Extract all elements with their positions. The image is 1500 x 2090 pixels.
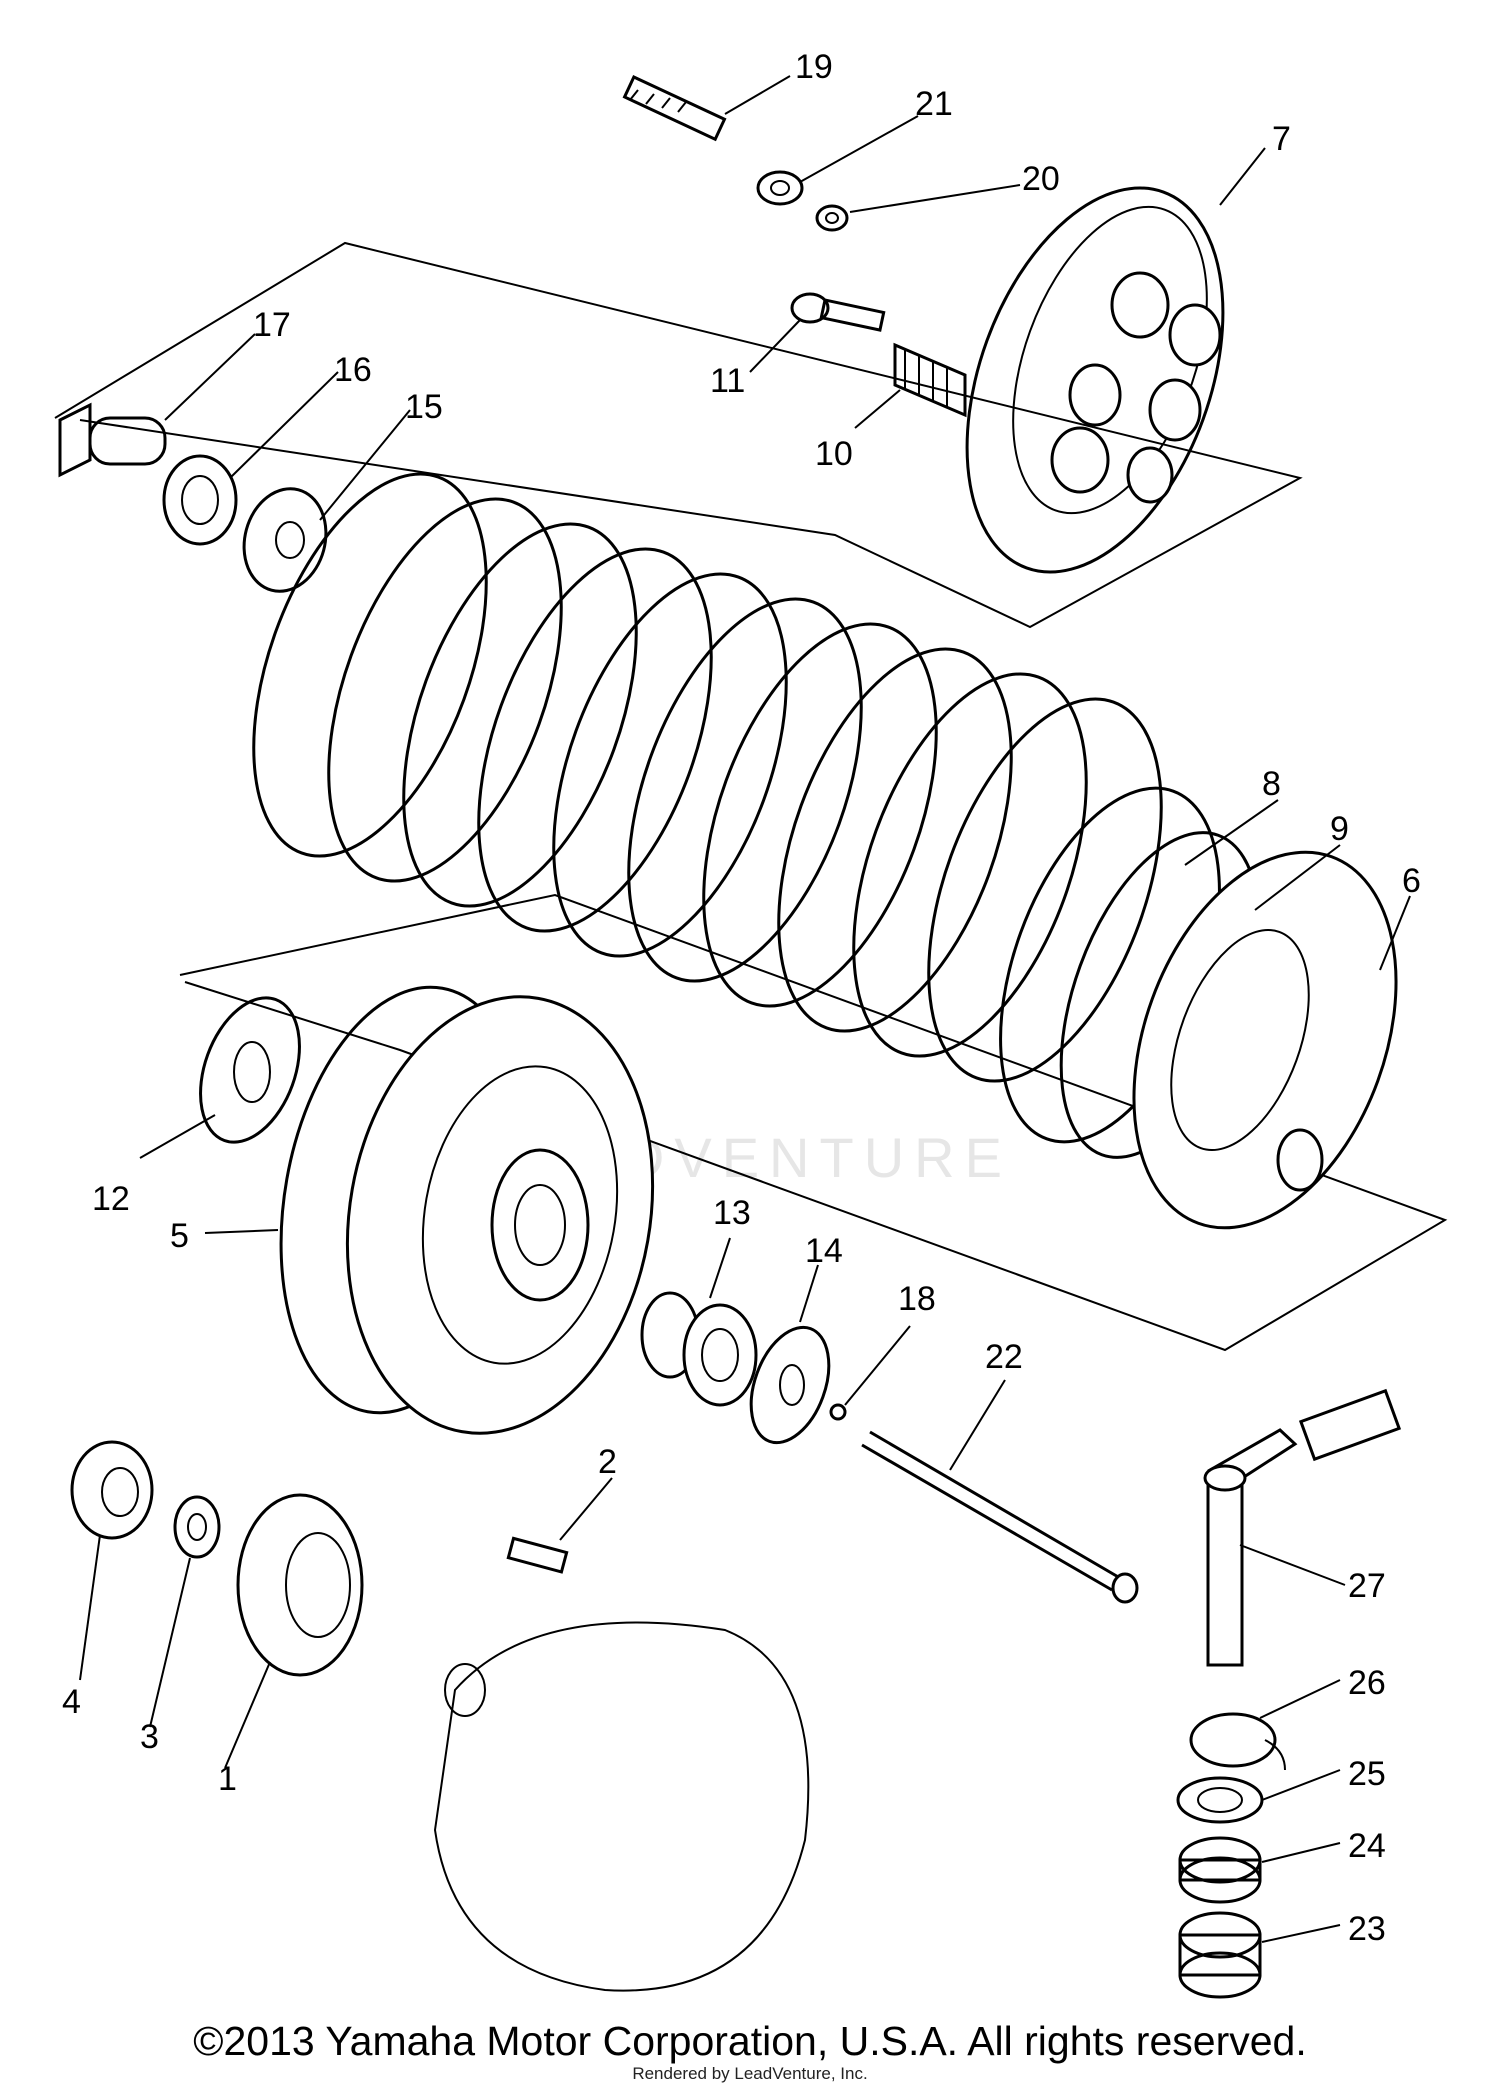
callout-13[interactable]: 13 <box>713 1194 751 1232</box>
callout-9[interactable]: 9 <box>1330 810 1349 848</box>
part-13-spacer[interactable] <box>640 1291 758 1407</box>
part-6-clutch-boss[interactable] <box>1086 816 1445 1265</box>
part-15-lock-washer[interactable] <box>233 479 337 600</box>
copyright-notice: ©2013 Yamaha Motor Corporation, U.S.A. A… <box>193 2018 1307 2064</box>
callout-23[interactable]: 23 <box>1348 1910 1386 1948</box>
callout-8[interactable]: 8 <box>1262 765 1281 803</box>
part-27-push-lever-axle[interactable] <box>1203 1388 1402 1667</box>
callout-22[interactable]: 22 <box>985 1338 1023 1376</box>
upper-assembly-outline <box>54 241 1303 629</box>
callout-14[interactable]: 14 <box>805 1232 843 1270</box>
callout-27[interactable]: 27 <box>1348 1567 1386 1605</box>
callout-4[interactable]: 4 <box>62 1683 81 1721</box>
crankcase-cover-reference <box>433 1621 810 1992</box>
callout-26[interactable]: 26 <box>1348 1664 1386 1702</box>
callout-11[interactable]: 11 <box>710 362 745 400</box>
callout-18[interactable]: 18 <box>898 1280 936 1318</box>
part-17-push-rod-holder[interactable] <box>58 402 167 478</box>
callout-15[interactable]: 15 <box>405 388 443 426</box>
callout-7[interactable]: 7 <box>1272 120 1291 158</box>
part-12-thrust-washer[interactable] <box>182 984 318 1156</box>
callout-16[interactable]: 16 <box>334 351 372 389</box>
callout-24[interactable]: 24 <box>1348 1827 1386 1865</box>
part-10-clutch-spring[interactable] <box>893 342 967 418</box>
callout-20[interactable]: 20 <box>1022 160 1060 198</box>
callout-21[interactable]: 21 <box>915 85 953 123</box>
lower-assembly-outline <box>179 893 1448 1352</box>
callout-19[interactable]: 19 <box>795 48 833 86</box>
part-11-spring-bolt[interactable] <box>790 292 886 332</box>
part-2-straight-key[interactable] <box>506 1536 569 1574</box>
rendered-by-credit: Rendered by LeadVenture, Inc. <box>632 2064 868 2083</box>
part-16-bearing[interactable] <box>162 454 238 546</box>
part-25-oil-seal[interactable] <box>1176 1776 1264 1824</box>
friction-and-clutch-plates-stack[interactable] <box>208 443 1208 1112</box>
callout-3[interactable]: 3 <box>140 1718 159 1756</box>
callout-1[interactable]: 1 <box>218 1760 237 1798</box>
part-18-ball[interactable] <box>829 1403 847 1421</box>
part-1-primary-drive-gear[interactable] <box>236 1493 364 1677</box>
callout-6[interactable]: 6 <box>1402 862 1421 900</box>
part-19-adjust-screw[interactable] <box>622 75 727 142</box>
part-23-needle-bearing[interactable] <box>1178 1911 1262 1999</box>
callout-5[interactable]: 5 <box>170 1217 189 1255</box>
callout-17[interactable]: 17 <box>253 306 291 344</box>
callout-12[interactable]: 12 <box>92 1180 130 1218</box>
part-21-locknut[interactable] <box>756 170 804 206</box>
part-20-washer[interactable] <box>815 204 849 232</box>
part-3-washer[interactable] <box>173 1495 221 1559</box>
leader-lines <box>79 75 1411 1943</box>
part-24-bearing[interactable] <box>1178 1836 1262 1904</box>
callout-25[interactable]: 25 <box>1348 1755 1386 1793</box>
part-26-return-spring[interactable] <box>1189 1712 1286 1771</box>
part-22-push-rod[interactable] <box>861 1430 1139 1604</box>
part-14-thrust-washer[interactable] <box>737 1317 844 1454</box>
part-4-nut[interactable] <box>70 1440 154 1540</box>
part-7-pressure-plate[interactable] <box>919 153 1272 608</box>
part-5-clutch-housing[interactable] <box>249 967 685 1457</box>
callout-labels: 19 21 20 7 17 16 15 11 10 8 9 6 12 5 13 … <box>62 48 1421 1948</box>
callout-2[interactable]: 2 <box>598 1443 617 1481</box>
callout-10[interactable]: 10 <box>815 435 853 473</box>
